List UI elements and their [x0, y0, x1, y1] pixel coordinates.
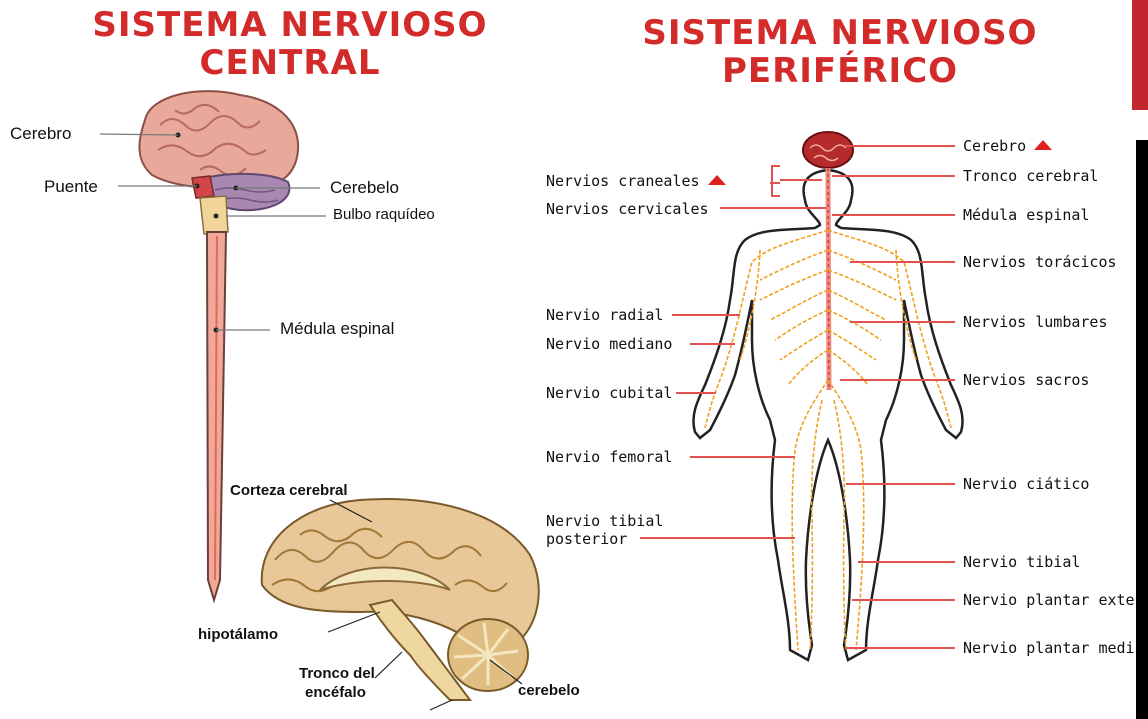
pns-label-tibial-post-1: Nervio tibial: [546, 512, 663, 530]
section-label-tronco-1: Tronco del: [299, 664, 375, 684]
cns-label-puente: Puente: [44, 177, 98, 197]
pns-label-tronco: Tronco cerebral: [963, 167, 1098, 185]
triangle-marker-icon: [1034, 140, 1052, 150]
cns-label-cerebro: Cerebro: [10, 124, 71, 144]
pns-label-craneales-text: Nervios craneales: [546, 172, 700, 190]
cns-label-bulbo: Bulbo raquídeo: [333, 205, 435, 225]
pns-label-cerebro-text: Cerebro: [963, 137, 1026, 155]
pns-label-tibial-post-2: posterior: [546, 530, 627, 548]
section-label-corteza: Corteza cerebral: [230, 481, 348, 501]
cns-label-medula: Médula espinal: [280, 319, 394, 339]
pns-label-cervicales: Nervios cervicales: [546, 200, 709, 218]
pns-label-craneales: Nervios craneales: [546, 172, 726, 190]
pns-label-femoral: Nervio femoral: [546, 448, 672, 466]
section-label-tronco-2: encéfalo: [305, 683, 366, 703]
pns-label-lumbares: Nervios lumbares: [963, 313, 1108, 331]
pns-label-radial: Nervio radial: [546, 306, 663, 324]
triangle-marker-icon: [708, 175, 726, 185]
section-label-hipotalamo: hipotálamo: [198, 625, 278, 645]
pns-label-toracicos: Nervios torácicos: [963, 253, 1117, 271]
pns-label-plantar-ext: Nervio plantar exter: [963, 591, 1136, 609]
pns-label-sacros: Nervios sacros: [963, 371, 1089, 389]
pns-label-mediano: Nervio mediano: [546, 335, 672, 353]
section-label-cerebelo: cerebelo: [518, 681, 580, 701]
pns-label-cubital: Nervio cubital: [546, 384, 672, 402]
pns-label-ciatico: Nervio ciático: [963, 475, 1089, 493]
pns-label-cerebro: Cerebro: [963, 137, 1052, 155]
pns-label-plantar-med: Nervio plantar medi: [963, 639, 1136, 657]
cns-label-cerebelo: Cerebelo: [330, 178, 399, 198]
cns-brain-illustration: [139, 91, 298, 600]
pns-label-tibial: Nervio tibial: [963, 553, 1080, 571]
pns-label-medula: Médula espinal: [963, 206, 1089, 224]
body-outline-illustration: [693, 132, 962, 660]
